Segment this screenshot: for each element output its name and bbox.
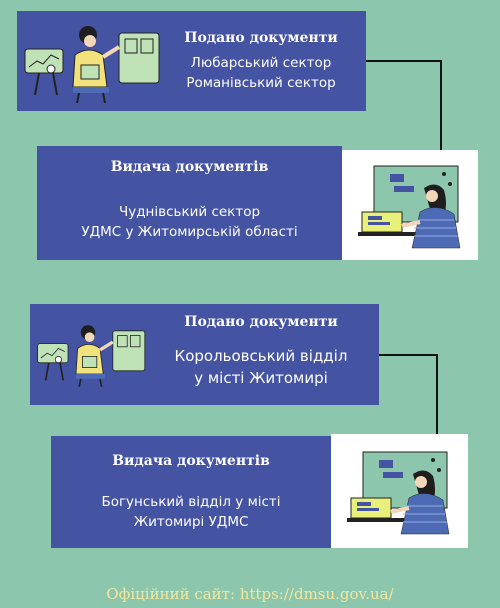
block-3-title: Подано документи	[184, 314, 338, 330]
block-3-line-2: у місті Житомирі	[194, 369, 328, 387]
illustration-panel-4	[331, 434, 468, 548]
official-site-footer[interactable]: Офіційний сайт: https://dmsu.gov.ua/	[106, 585, 394, 603]
info-block-1: Подано документи Любарський сектор Роман…	[17, 11, 366, 111]
block-1-line-1: Любарський сектор	[190, 55, 332, 71]
laptop-worker-illustration-icon	[347, 451, 450, 535]
block-4-line-2: Житомирі УДМС	[133, 514, 249, 530]
teacher-illustration-icon	[24, 26, 160, 103]
block-1-line-2: Романівський сектор	[186, 75, 336, 91]
block-4-line-1: Богунський відділ у місті	[101, 494, 281, 510]
block-2-line-1: Чуднівський сектор	[118, 204, 261, 220]
laptop-worker-illustration-icon	[358, 165, 461, 249]
connector-1-vertical	[440, 60, 442, 150]
connector-2-horizontal	[379, 354, 437, 356]
connector-1-horizontal	[366, 60, 441, 62]
block-4-title: Видача документів	[112, 453, 270, 469]
connector-2-vertical	[436, 354, 438, 436]
block-2-line-2: УДМС у Житомирській області	[81, 224, 298, 240]
info-block-3: Подано документи Корольовський відділ у …	[30, 304, 379, 405]
info-block-2: Видача документів Чуднівський сектор УДМ…	[37, 146, 342, 260]
block-2-title: Видача документів	[110, 159, 269, 175]
illustration-panel-2	[342, 150, 478, 260]
info-block-4: Видача документів Богунський відділ у мі…	[51, 436, 331, 548]
teacher-illustration-icon	[37, 325, 146, 387]
block-1-title: Подано документи	[184, 30, 338, 46]
block-3-line-1: Корольовський відділ	[174, 347, 348, 365]
